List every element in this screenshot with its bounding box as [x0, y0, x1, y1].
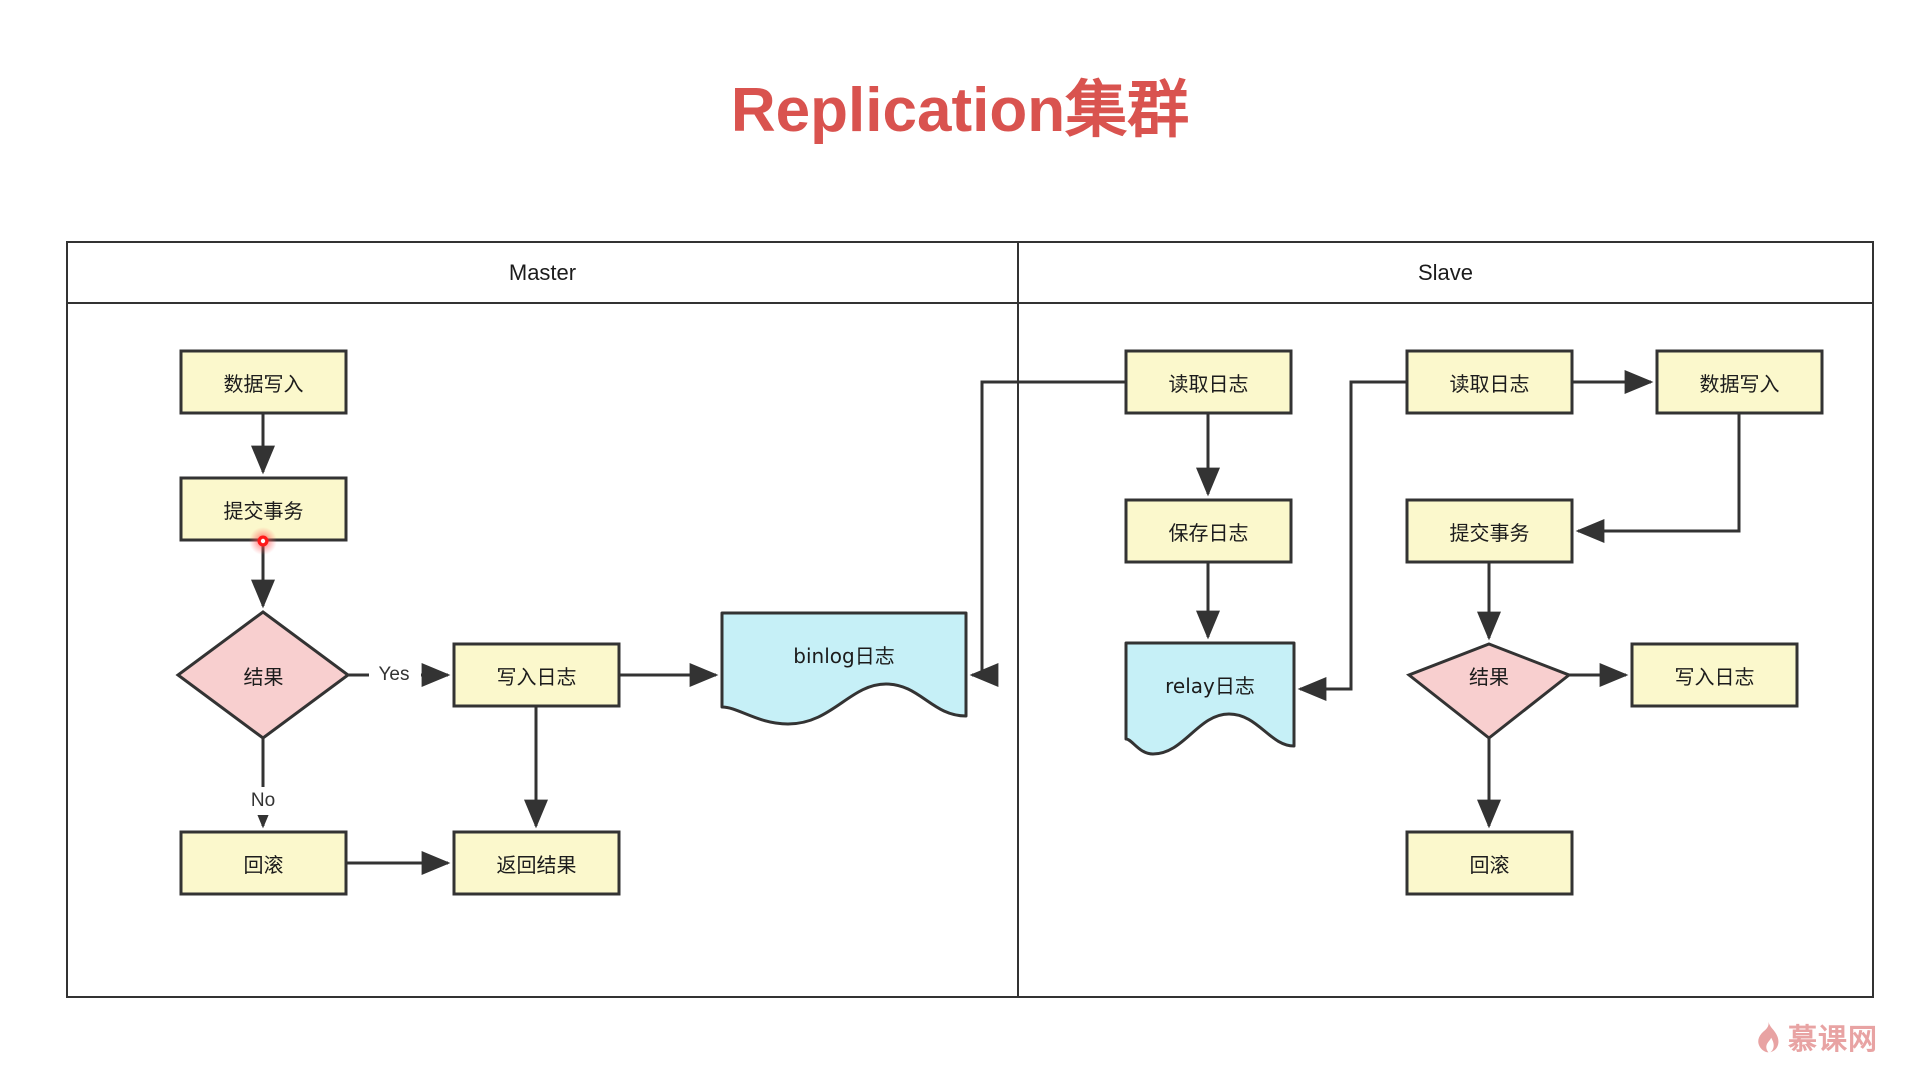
- lane-frame: [66, 241, 1874, 998]
- node-slave-read-log-1[interactable]: [1126, 351, 1291, 413]
- node-master-commit[interactable]: [181, 478, 346, 540]
- node-slave-relay-log[interactable]: [1126, 643, 1294, 743]
- node-master-write-log[interactable]: [454, 644, 619, 706]
- node-slave-data-write[interactable]: [1657, 351, 1822, 413]
- node-slave-rollback[interactable]: [1407, 832, 1572, 894]
- node-slave-result[interactable]: [1434, 645, 1544, 705]
- flame-icon: [1758, 1021, 1779, 1053]
- node-slave-commit[interactable]: [1407, 500, 1572, 562]
- slave-lane-edges: [969, 370, 1741, 829]
- replication-diagram: Master Slave 数据写入 提交事务 结果 写入日志 binlog日志 …: [66, 241, 1874, 998]
- connection-point-marker: [249, 527, 277, 555]
- watermark-text: 慕课网: [1787, 1022, 1878, 1056]
- node-master-binlog[interactable]: [722, 613, 966, 708]
- page-title: Replication集群: [730, 76, 1190, 145]
- node-slave-write-log[interactable]: [1632, 644, 1797, 706]
- node-master-result[interactable]: [206, 645, 321, 705]
- node-slave-save-log[interactable]: [1126, 500, 1291, 562]
- slave-lane-shapes: [1124, 349, 1824, 896]
- diagram-canvas: [66, 241, 1874, 998]
- master-lane-shapes: [175, 349, 968, 896]
- node-master-data-write[interactable]: [181, 351, 346, 413]
- node-slave-read-log-2[interactable]: [1407, 351, 1572, 413]
- node-master-return-result[interactable]: [454, 832, 619, 894]
- node-master-rollback[interactable]: [181, 832, 346, 894]
- watermark: 慕课网: [1754, 1016, 1878, 1058]
